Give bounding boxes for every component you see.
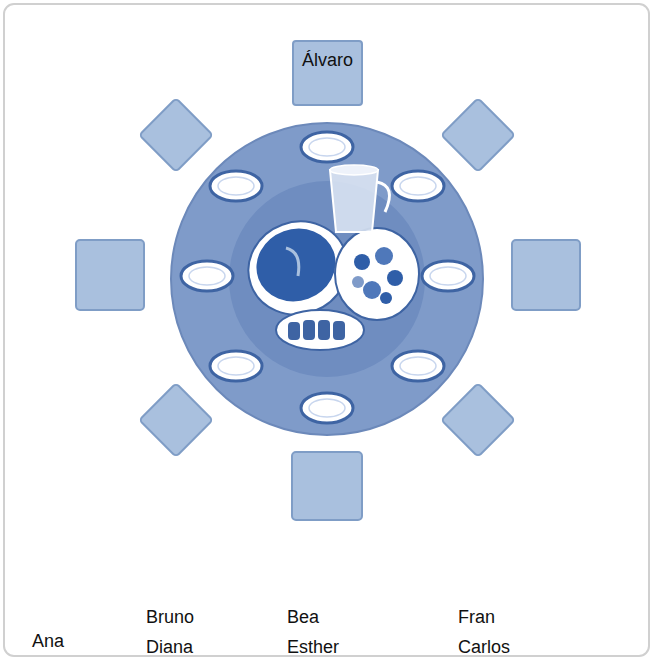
table bbox=[171, 123, 483, 435]
name-label: Carlos bbox=[458, 636, 510, 658]
seats bbox=[76, 98, 580, 520]
seat bbox=[292, 452, 362, 520]
seat bbox=[76, 240, 144, 310]
name-label: Esther bbox=[287, 636, 339, 658]
table-center bbox=[229, 181, 425, 377]
food bbox=[235, 165, 419, 350]
name-label: Bea bbox=[287, 606, 319, 628]
plates bbox=[181, 132, 474, 423]
seat-name: Álvaro bbox=[298, 42, 357, 71]
name-label: Fran bbox=[458, 606, 495, 628]
name-label: Bruno bbox=[146, 606, 194, 628]
seat bbox=[139, 98, 213, 172]
seat bbox=[441, 98, 515, 172]
seat bbox=[441, 383, 515, 457]
frame bbox=[4, 4, 649, 656]
name-label: Ana bbox=[32, 630, 64, 652]
seat bbox=[512, 240, 580, 310]
seat bbox=[139, 383, 213, 457]
seat-box: Álvaro bbox=[292, 40, 363, 106]
name-label: Diana bbox=[146, 636, 193, 658]
